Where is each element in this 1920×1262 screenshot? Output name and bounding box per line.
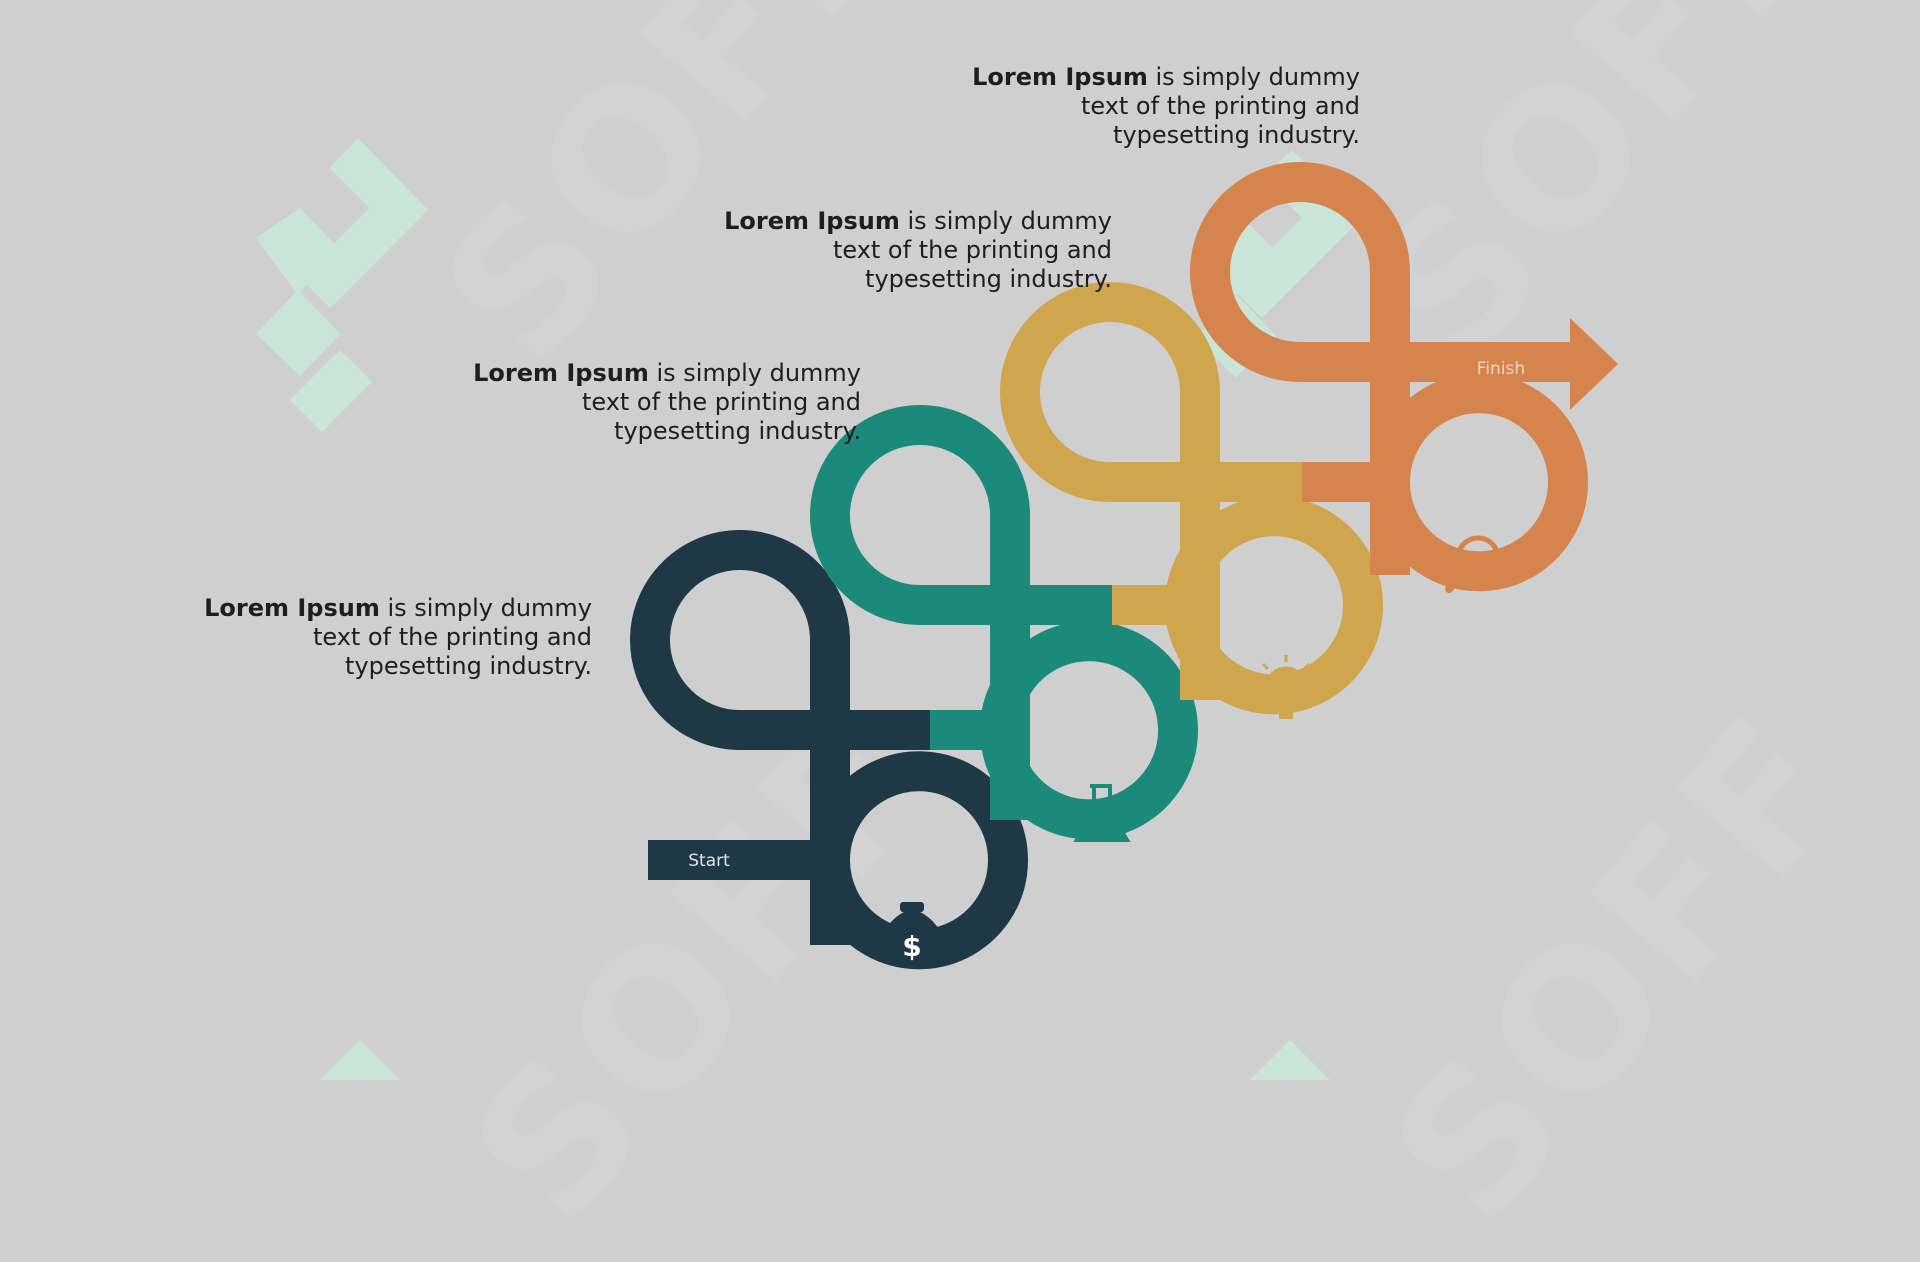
caption-step-2: Lorem Ipsum is simply dummy text of the … bbox=[341, 359, 861, 446]
caption-step-1-title: Lorem Ipsum bbox=[204, 594, 380, 622]
caption-step-2-line3: typesetting industry. bbox=[614, 417, 861, 445]
caption-step-2-line2: text of the printing and bbox=[581, 388, 861, 416]
caption-step-4-line2: text of the printing and bbox=[1080, 92, 1360, 120]
money-bag-icon: $ bbox=[880, 902, 945, 967]
svg-text:$: $ bbox=[902, 930, 921, 963]
caption-step-4-title: Lorem Ipsum bbox=[972, 63, 1148, 91]
caption-step-3-line2: text of the printing and bbox=[832, 236, 1112, 264]
flask-icon bbox=[1073, 784, 1131, 842]
caption-step-2-text: is simply dummy bbox=[656, 359, 862, 387]
magnifier-icon bbox=[1445, 535, 1501, 593]
finish-arrow-head bbox=[1570, 318, 1618, 410]
caption-step-4: Lorem Ipsum is simply dummy text of the … bbox=[840, 63, 1360, 150]
caption-step-2-title: Lorem Ipsum bbox=[473, 359, 649, 387]
caption-step-3-text: is simply dummy bbox=[907, 207, 1113, 235]
caption-step-3-line3: typesetting industry. bbox=[865, 265, 1112, 293]
light-bulb-icon bbox=[1256, 655, 1316, 719]
path-segment-1 bbox=[630, 530, 1028, 970]
path-segment-4 bbox=[1190, 162, 1588, 592]
path-segment-3 bbox=[1000, 282, 1383, 715]
start-tab bbox=[648, 840, 833, 880]
caption-step-1-line2: text of the printing and bbox=[312, 623, 592, 651]
caption-step-4-text: is simply dummy bbox=[1155, 63, 1361, 91]
caption-step-4-line3: typesetting industry. bbox=[1113, 121, 1360, 149]
caption-step-1: Lorem Ipsum is simply dummy text of the … bbox=[72, 594, 592, 681]
caption-step-1-text: is simply dummy bbox=[387, 594, 593, 622]
finish-label: Finish bbox=[1477, 359, 1525, 379]
start-label: Start bbox=[688, 851, 730, 871]
caption-step-1-line3: typesetting industry. bbox=[345, 652, 592, 680]
knot-path-diagram: Start Finish $ bbox=[630, 162, 1618, 970]
path-segment-2 bbox=[810, 405, 1198, 840]
caption-step-3-title: Lorem Ipsum bbox=[724, 207, 900, 235]
caption-step-3: Lorem Ipsum is simply dummy text of the … bbox=[592, 207, 1112, 294]
